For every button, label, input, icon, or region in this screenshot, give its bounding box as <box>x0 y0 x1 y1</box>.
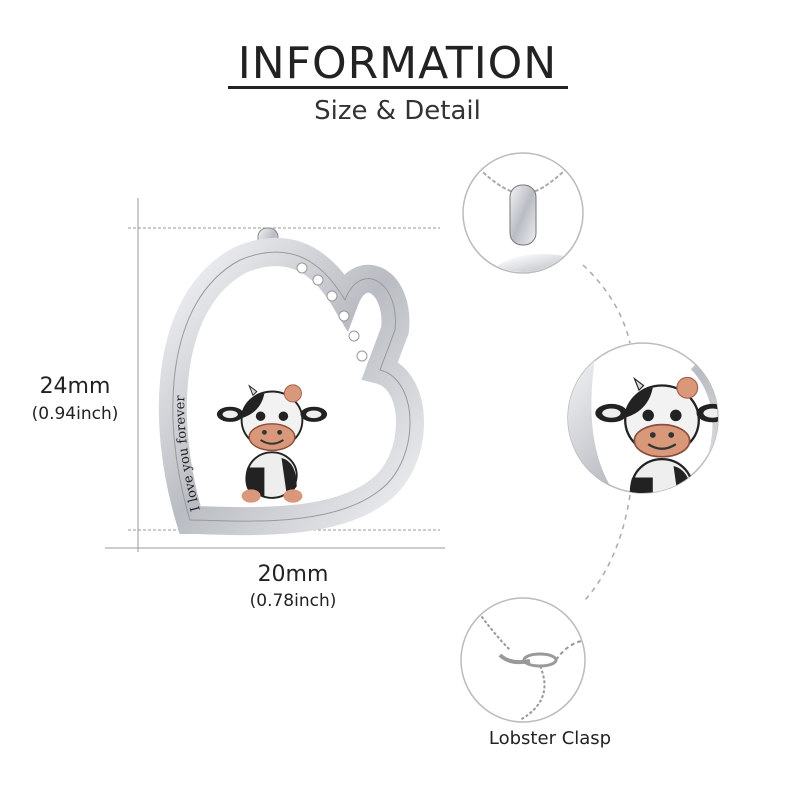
detail-cow-closeup <box>567 342 719 494</box>
width-mm: 20mm <box>257 562 329 587</box>
clasp-label: Lobster Clasp <box>488 728 612 749</box>
connector-lines <box>582 264 631 601</box>
detail-bail <box>462 152 584 274</box>
height-mm: 24mm <box>39 374 111 399</box>
detail-clasp <box>460 597 586 723</box>
page-subtitle: Size & Detail <box>314 96 481 126</box>
height-inch: (0.94inch) <box>31 404 119 424</box>
title-underline <box>228 86 568 89</box>
pendant: I love you forever <box>158 227 424 536</box>
page-title: INFORMATION <box>237 38 558 89</box>
width-inch: (0.78inch) <box>249 591 337 611</box>
